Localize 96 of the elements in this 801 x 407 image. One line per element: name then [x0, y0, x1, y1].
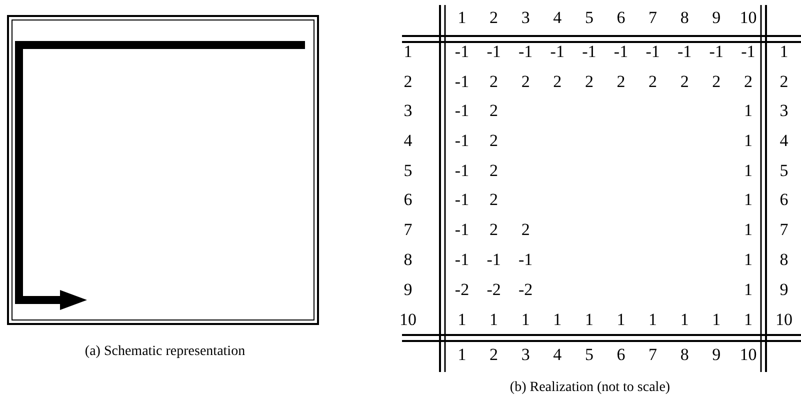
- cell-value: 1: [744, 310, 752, 330]
- cell-value: -1: [454, 72, 470, 92]
- cell-value: -1: [454, 131, 470, 151]
- cell-value: 2: [490, 161, 498, 181]
- cell-value: 1: [521, 310, 530, 330]
- row-number: 7: [780, 220, 788, 240]
- column-number: 7: [648, 345, 658, 365]
- cell-value: 2: [490, 220, 498, 240]
- cell-value: 1: [490, 310, 498, 330]
- cell-value: 2: [490, 190, 498, 210]
- column-number: 1: [458, 345, 466, 365]
- column-number: 6: [616, 345, 626, 365]
- row-number: 4: [404, 131, 412, 151]
- row-number: 9: [404, 280, 412, 300]
- cell-value: 1: [712, 310, 721, 330]
- cell-value: 1: [648, 310, 658, 330]
- row-number: 5: [780, 161, 788, 181]
- column-number: 5: [584, 8, 594, 28]
- cell-value: 1: [584, 310, 594, 330]
- row-number: 10: [400, 310, 416, 330]
- row-number: 3: [780, 101, 788, 121]
- cell-value: -1: [614, 42, 628, 62]
- row-number: 1: [780, 42, 788, 62]
- cell-value: 1: [616, 310, 626, 330]
- row-number: 6: [780, 190, 788, 210]
- column-number: 7: [648, 8, 658, 28]
- cell-value: 1: [458, 310, 466, 330]
- row-number: 7: [404, 220, 412, 240]
- cell-value: 2: [490, 131, 498, 151]
- column-number: 2: [490, 8, 498, 28]
- cell-value: -1: [550, 42, 564, 62]
- cell-value: -1: [454, 190, 470, 210]
- column-number: 8: [680, 345, 689, 365]
- cell-value: 2: [553, 72, 562, 92]
- cell-value: -1: [518, 250, 533, 270]
- column-number: 1: [458, 8, 466, 28]
- row-number: 5: [404, 161, 412, 181]
- cell-value: -2: [454, 280, 470, 300]
- cell-value: 2: [680, 72, 689, 92]
- row-number: 2: [780, 72, 788, 92]
- row-number: 1: [404, 42, 412, 62]
- column-number: 9: [712, 345, 721, 365]
- cell-value: -1: [741, 42, 756, 62]
- column-number: 10: [740, 8, 757, 28]
- cell-value: 2: [712, 72, 721, 92]
- cell-value: -1: [709, 42, 724, 62]
- column-number: 3: [521, 8, 530, 28]
- column-number: 8: [680, 8, 689, 28]
- cell-value: -1: [486, 250, 501, 270]
- cell-value: 1: [744, 250, 752, 270]
- cell-value: -1: [646, 42, 660, 62]
- row-number: 10: [776, 310, 792, 330]
- column-number: 4: [553, 345, 562, 365]
- cell-value: 1: [744, 220, 752, 240]
- figure-caption: (a) Schematic representation: [84, 343, 246, 361]
- cell-value: 1: [744, 101, 752, 121]
- cell-value: -1: [454, 220, 470, 240]
- cell-value: -1: [454, 161, 470, 181]
- column-number: 5: [584, 345, 594, 365]
- cell-value: 1: [680, 310, 689, 330]
- cell-value: -1: [518, 42, 533, 62]
- row-number: 4: [780, 131, 788, 151]
- cell-value: -1: [454, 250, 470, 270]
- cell-value: 2: [521, 220, 530, 240]
- cell-value: 1: [744, 131, 752, 151]
- cell-value: -2: [518, 280, 533, 300]
- cell-value: 2: [490, 101, 498, 121]
- column-number: 9: [712, 8, 721, 28]
- cell-value: -1: [454, 42, 470, 62]
- cell-value: 2: [490, 72, 498, 92]
- row-number: 6: [404, 190, 412, 210]
- cell-value: 2: [584, 72, 594, 92]
- cell-value: -1: [454, 101, 470, 121]
- cell-value: 1: [744, 190, 752, 210]
- cell-value: -1: [582, 42, 596, 62]
- column-number: 3: [521, 345, 530, 365]
- cell-value: 1: [744, 280, 752, 300]
- cell-value: 2: [521, 72, 530, 92]
- figure-caption: (b) Realization (not to scale): [510, 379, 670, 397]
- column-number: 6: [616, 8, 626, 28]
- cell-value: -1: [486, 42, 501, 62]
- column-number: 2: [490, 345, 498, 365]
- row-number: 9: [780, 280, 788, 300]
- cell-value: 1: [744, 161, 752, 181]
- row-number: 8: [404, 250, 412, 270]
- cell-value: -2: [486, 280, 501, 300]
- row-number: 2: [404, 72, 412, 92]
- row-number: 8: [780, 250, 788, 270]
- cell-value: 2: [616, 72, 626, 92]
- row-number: 3: [404, 101, 412, 121]
- cell-value: 1: [553, 310, 562, 330]
- column-number: 10: [740, 345, 757, 365]
- cell-value: 2: [744, 72, 752, 92]
- cell-value: 2: [648, 72, 658, 92]
- cell-value: -1: [678, 42, 692, 62]
- column-number: 4: [553, 8, 562, 28]
